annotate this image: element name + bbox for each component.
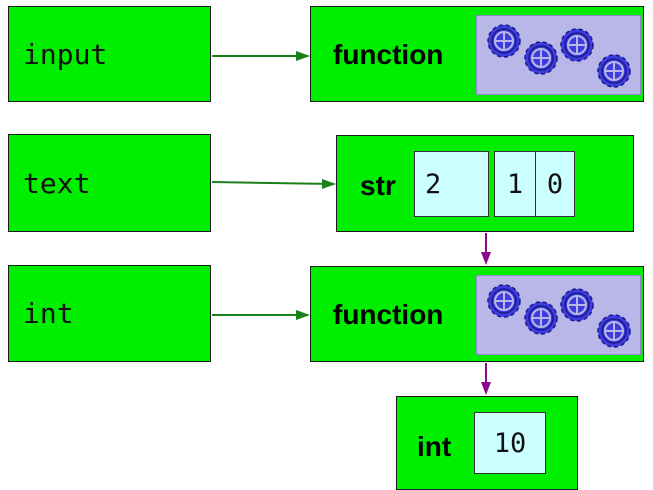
- arrow-int-function-to-int: [481, 363, 491, 395]
- input-function-object: function: [310, 6, 644, 102]
- input-function-type-label: function: [333, 39, 444, 70]
- arrow-text-to-str: [211, 179, 336, 189]
- int-value: 10: [493, 427, 527, 459]
- variable-int: int: [8, 265, 211, 362]
- str-object: str 2 1 0: [336, 135, 634, 232]
- int-function-object: function: [310, 266, 644, 362]
- int-type-label: int: [417, 431, 452, 462]
- str-char-1: 1: [506, 168, 524, 200]
- str-char-cell: 0: [535, 151, 575, 217]
- str-char-2: 0: [546, 168, 564, 200]
- variable-text-label: text: [23, 166, 91, 200]
- variable-input: input: [8, 6, 211, 102]
- variable-text: text: [8, 134, 211, 232]
- int-function-gears-panel: [476, 275, 641, 355]
- variable-int-label: int: [23, 297, 74, 330]
- str-char-cell: 2: [414, 151, 489, 217]
- arrow-str-to-int-function: [481, 233, 491, 265]
- arrow-int-to-function: [212, 310, 310, 320]
- str-type-label: str: [360, 170, 396, 201]
- str-char-0: 2: [425, 168, 442, 200]
- input-function-gears-panel: [476, 15, 641, 95]
- int-value-cell: 10: [474, 412, 546, 474]
- variable-input-label: input: [23, 37, 108, 71]
- arrow-input-to-function: [212, 51, 310, 61]
- int-function-type-label: function: [333, 299, 444, 330]
